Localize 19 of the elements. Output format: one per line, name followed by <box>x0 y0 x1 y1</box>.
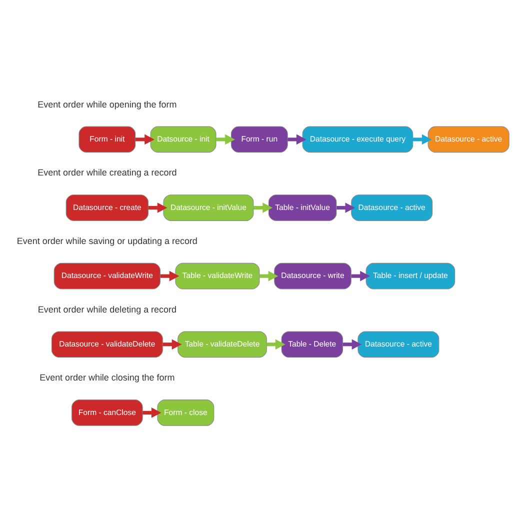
arrow <box>342 338 362 350</box>
label: Event order while opening the form <box>38 98 177 109</box>
arrow <box>351 270 370 281</box>
label: Event order while deleting a record <box>38 304 176 314</box>
label: Event order while creating a record <box>38 167 177 178</box>
label: Event order while closing the form <box>40 372 175 382</box>
arrow <box>162 338 182 350</box>
label: Event order while saving or updating a record <box>16 236 198 246</box>
arrow <box>288 134 306 144</box>
arrow <box>135 134 154 144</box>
arrow <box>253 202 272 212</box>
arrow <box>412 134 432 144</box>
arrow <box>142 407 162 418</box>
arrow <box>160 270 180 281</box>
arrow <box>148 202 168 212</box>
arrow <box>260 270 278 281</box>
arrow <box>266 338 286 350</box>
arrow <box>336 202 356 212</box>
arrow <box>216 134 235 144</box>
